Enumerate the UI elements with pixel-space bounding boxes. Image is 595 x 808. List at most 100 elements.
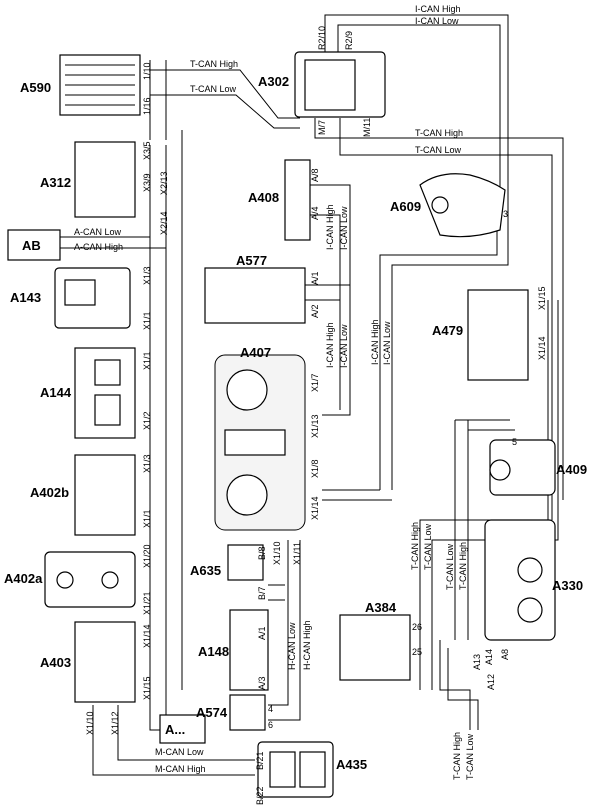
sig-a-can-low: A-CAN Low bbox=[74, 227, 122, 237]
pin-a12: A12 bbox=[486, 674, 496, 690]
label-a144: A144 bbox=[40, 385, 72, 400]
module-a609: A609 bbox=[390, 173, 506, 238]
module-a402a: A402a bbox=[4, 551, 136, 608]
sig-i-can-high-a407: I-CAN High bbox=[325, 322, 335, 368]
label-a435: A435 bbox=[336, 757, 367, 772]
pin-x1-14-a407: X1/14 bbox=[310, 496, 320, 520]
sig-i-can-low-a407: I-CAN Low bbox=[339, 324, 349, 368]
pin-x1-7: X1/7 bbox=[310, 373, 320, 392]
pin-x1-20: X1/20 bbox=[142, 544, 152, 568]
label-a407: A407 bbox=[240, 345, 271, 360]
module-a574: A574 bbox=[196, 694, 266, 731]
module-a403: A403 bbox=[40, 621, 136, 703]
module-a435: A435 bbox=[257, 741, 367, 798]
sig-m-can-high: M-CAN High bbox=[155, 764, 206, 774]
label-a312: A312 bbox=[40, 175, 71, 190]
sig-t-can-low-a384: T-CAN Low bbox=[423, 523, 433, 570]
label-a590: A590 bbox=[20, 80, 51, 95]
sig-t-can-high-a590: T-CAN High bbox=[190, 59, 238, 69]
label-a148: A148 bbox=[198, 644, 229, 659]
sig-h-can-low: H-CAN Low bbox=[287, 622, 297, 670]
sig-i-can-low-top: I-CAN Low bbox=[415, 16, 459, 26]
sig-i-can-high-a408: I-CAN High bbox=[325, 204, 335, 250]
label-a384: A384 bbox=[365, 600, 397, 615]
bus-wires bbox=[60, 14, 564, 776]
module-a302: A302 bbox=[258, 51, 386, 118]
module-a479: A479 bbox=[432, 289, 529, 381]
pin-x1-1-a144: X1/1 bbox=[142, 351, 152, 370]
pin-x1-14-a403: X1/14 bbox=[142, 624, 152, 648]
pin-x1-15-a479: X1/15 bbox=[537, 286, 547, 310]
sig-i-can-low-a408: I-CAN Low bbox=[339, 206, 349, 250]
sig-t-can-high-bottom: T-CAN High bbox=[452, 732, 462, 780]
pin-b-8: B/8 bbox=[257, 546, 267, 560]
pin-x1-14-a479: X1/14 bbox=[537, 336, 547, 360]
pin-a-8: A/8 bbox=[310, 168, 320, 182]
pin-labels: 1/10 1/16 R2/10 R2/9 M/7 M/11 X3/5 X3/9 … bbox=[85, 26, 547, 805]
pin-b-22: B/22 bbox=[255, 786, 265, 805]
sig-h-can-high: H-CAN High bbox=[302, 620, 312, 670]
sig-t-can-low-mid: T-CAN Low bbox=[415, 145, 462, 155]
pin-4: 4 bbox=[268, 704, 273, 714]
pin-a13: A13 bbox=[472, 654, 482, 670]
sig-t-can-high-a330: T-CAN High bbox=[458, 542, 468, 590]
label-a577: A577 bbox=[236, 253, 267, 268]
label-ab: AB bbox=[22, 238, 41, 253]
module-a148: A148 bbox=[198, 609, 269, 691]
label-a402a: A402a bbox=[4, 571, 43, 586]
label-a143: A143 bbox=[10, 290, 41, 305]
pin-a-1: A/1 bbox=[310, 271, 320, 285]
pin-x2-13: X2/13 bbox=[159, 171, 169, 195]
pin-1-16: 1/16 bbox=[142, 97, 152, 115]
sig-t-can-high-mid: T-CAN High bbox=[415, 128, 463, 138]
module-a-more: A... bbox=[159, 714, 206, 744]
pin-x1-1-a402b: X1/1 bbox=[142, 509, 152, 528]
pin-a14: A14 bbox=[484, 649, 494, 665]
pin-r2-9: R2/9 bbox=[344, 31, 354, 50]
pin-3: 3 bbox=[503, 209, 508, 219]
module-ab: AB bbox=[7, 229, 61, 261]
module-a384: A384 bbox=[339, 600, 411, 681]
label-a574: A574 bbox=[196, 705, 228, 720]
pin-x1-2-a144: X1/2 bbox=[142, 411, 152, 430]
pin-6: 6 bbox=[268, 720, 273, 730]
pin-x2-14: X2/14 bbox=[159, 211, 169, 235]
sig-i-can-high-top: I-CAN High bbox=[415, 4, 461, 14]
module-a408: A408 bbox=[248, 159, 311, 241]
pin-x3-5: X3/5 bbox=[142, 141, 152, 160]
pin-x1-12-a403: X1/12 bbox=[110, 711, 120, 735]
sig-t-can-low-a590: T-CAN Low bbox=[190, 84, 237, 94]
module-a577: A577 bbox=[204, 253, 306, 324]
module-a144: A144 bbox=[40, 347, 136, 439]
pin-a-4: A/4 bbox=[310, 206, 320, 220]
label-a-more: A... bbox=[165, 722, 185, 737]
sig-i-can-high-a609: I-CAN High bbox=[370, 319, 380, 365]
pin-x1-10-a403: X1/10 bbox=[85, 711, 95, 735]
pin-a-2: A/2 bbox=[310, 304, 320, 318]
label-a635: A635 bbox=[190, 563, 221, 578]
pin-x1-13: X1/13 bbox=[310, 414, 320, 438]
pin-5: 5 bbox=[512, 437, 517, 447]
pin-x1-3-a402b: X1/3 bbox=[142, 454, 152, 473]
pin-b-21: B/21 bbox=[255, 751, 265, 770]
pin-x1-11: X1/11 bbox=[292, 542, 302, 565]
module-a312: A312 bbox=[40, 141, 136, 218]
pin-25: 25 bbox=[412, 647, 422, 657]
label-a403: A403 bbox=[40, 655, 71, 670]
pin-m-7: M/7 bbox=[317, 120, 327, 135]
sig-t-can-high-a384: T-CAN High bbox=[410, 522, 420, 570]
pin-x1-15-a403: X1/15 bbox=[142, 676, 152, 700]
pin-b-7: B/7 bbox=[257, 586, 267, 600]
module-a143: A143 bbox=[10, 267, 131, 329]
sig-m-can-low: M-CAN Low bbox=[155, 747, 204, 757]
pin-1-10: 1/10 bbox=[142, 62, 152, 80]
module-a407: A407 bbox=[214, 345, 306, 531]
label-a302: A302 bbox=[258, 74, 289, 89]
module-a635: A635 bbox=[190, 544, 264, 581]
pin-x3-9: X3/9 bbox=[142, 173, 152, 192]
module-a590: A590 bbox=[20, 54, 141, 116]
pin-a-3: A/3 bbox=[257, 676, 267, 690]
pin-a-1-a148: A/1 bbox=[257, 626, 267, 640]
pin-26: 26 bbox=[412, 622, 422, 632]
